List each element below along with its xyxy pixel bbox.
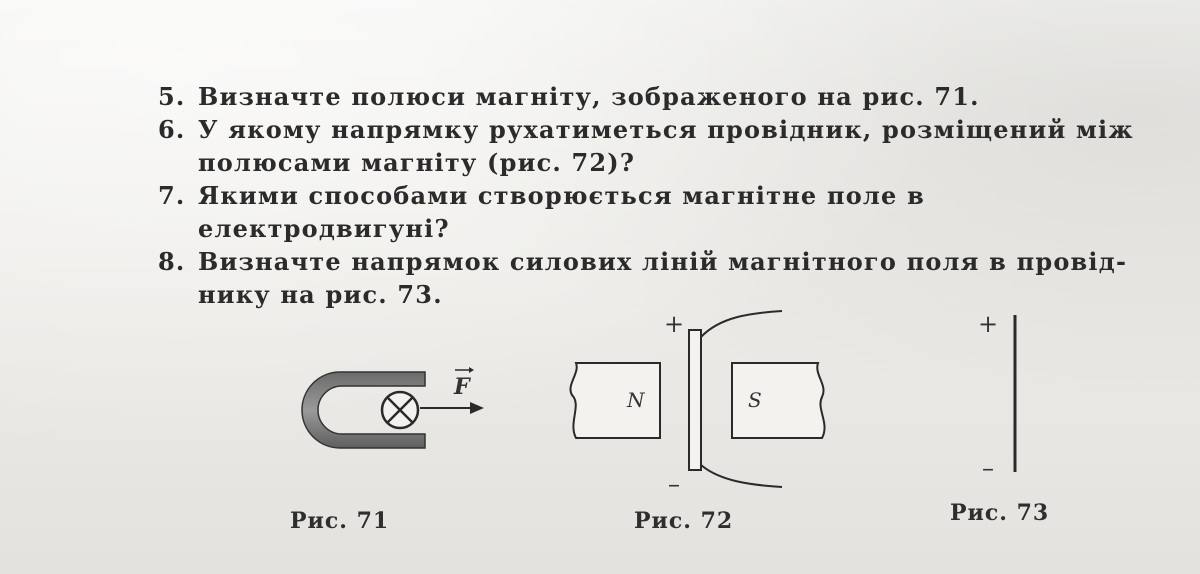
negative-terminal-label: – bbox=[982, 454, 994, 482]
question-text-line: нику на рис. 73. bbox=[198, 280, 443, 309]
horseshoe-magnet bbox=[301, 371, 426, 449]
cross-line bbox=[386, 396, 414, 424]
positive-terminal-label: + bbox=[664, 310, 685, 338]
figure-72-drawing bbox=[569, 310, 826, 488]
question-number: 7. bbox=[158, 181, 186, 210]
n-pole-block bbox=[569, 362, 661, 439]
wire-bottom bbox=[700, 464, 783, 488]
question-number: 6. bbox=[158, 115, 186, 144]
question-7: 7. Якими способами створюється магнітне … bbox=[158, 179, 1158, 245]
question-text-line: У якому напрямку рухатиметься провідник,… bbox=[198, 115, 1134, 144]
question-list: 5. Визначте полюси магніту, зображеного … bbox=[158, 80, 1158, 311]
vector-mark-head bbox=[469, 367, 474, 373]
positive-terminal-label: + bbox=[978, 310, 999, 338]
force-vector-label: F bbox=[454, 374, 470, 400]
figure-72-caption: Рис. 72 bbox=[634, 508, 734, 534]
figure-73-caption: Рис. 73 bbox=[950, 500, 1050, 526]
question-text-line: Визначте полюси магніту, зображеного на … bbox=[198, 82, 980, 111]
figure-71-drawing bbox=[301, 367, 484, 449]
question-number: 8. bbox=[158, 247, 186, 276]
question-8: 8. Визначте напрямок силових ліній магні… bbox=[158, 245, 1158, 311]
question-number: 5. bbox=[158, 82, 186, 111]
question-text-line: Визначте напрямок силових ліній магнітно… bbox=[198, 247, 1128, 276]
question-text-line: полюсами магніту (рис. 72)? bbox=[198, 148, 636, 177]
wire-top bbox=[700, 310, 783, 338]
s-pole-block bbox=[731, 362, 826, 439]
north-pole-label: N bbox=[627, 388, 645, 412]
question-text-line: Якими способами створюється магнітне пол… bbox=[198, 181, 925, 243]
south-pole-label: S bbox=[748, 388, 762, 412]
figure-73-drawing bbox=[1013, 315, 1017, 472]
force-arrow-head bbox=[470, 402, 484, 414]
question-6: 6. У якому напрямку рухатиметься провідн… bbox=[158, 113, 1158, 179]
conductor-bar bbox=[688, 329, 702, 471]
negative-terminal-label: – bbox=[668, 470, 680, 498]
question-5: 5. Визначте полюси магніту, зображеного … bbox=[158, 80, 1158, 113]
figure-71-caption: Рис. 71 bbox=[290, 508, 390, 534]
